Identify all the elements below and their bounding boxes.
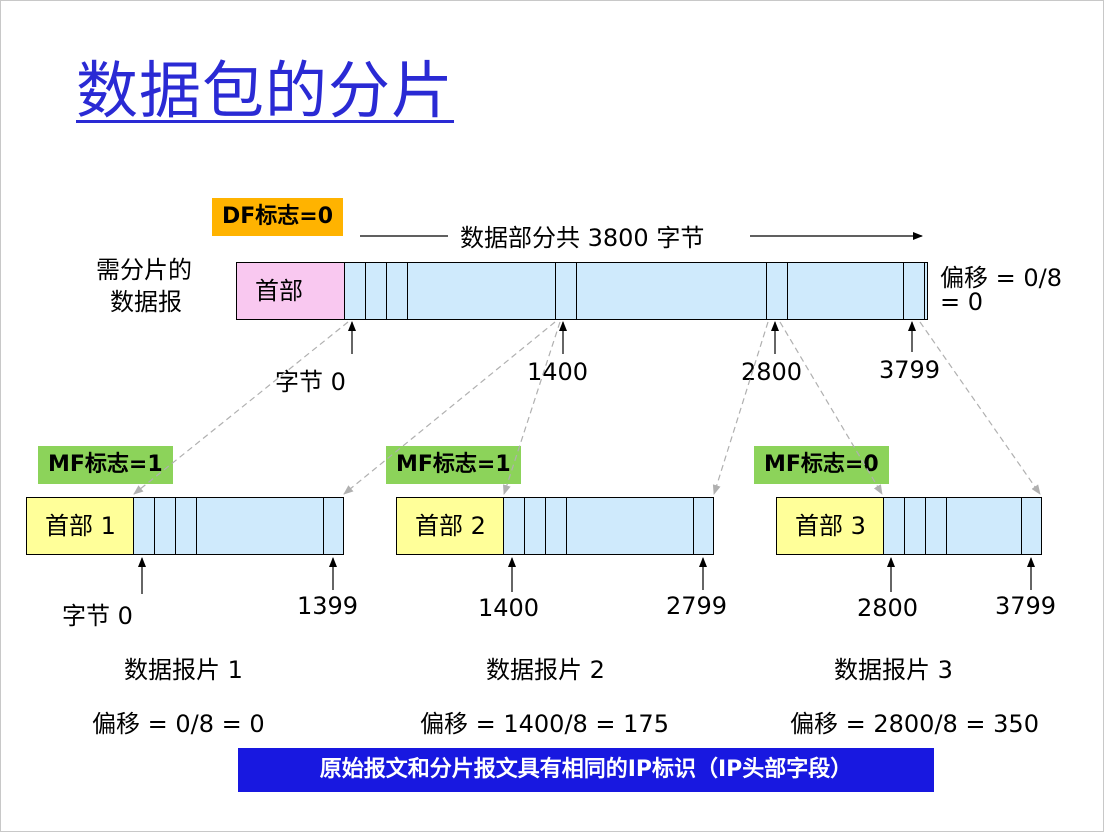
data-cell [134,498,155,554]
data-cell [366,263,387,319]
fragment-2-bar: 首部 2 [396,497,714,555]
fragment-3-end-tick: 3799 [995,592,1057,620]
fragment-2-header-cell: 首部 2 [397,498,504,554]
fragment-2-mf-tag: MF标志=1 [386,446,521,484]
original-offset-line-2: = 0 [940,288,984,316]
data-cell [546,498,567,554]
fragment-3-bar: 首部 3 [776,497,1042,555]
data-cell [767,263,788,319]
data-cell [525,498,546,554]
original-side-label-2: 数据报 [110,288,182,316]
original-side-label-1: 需分片的 [96,256,192,284]
fragment-1-name: 数据报片 1 [124,656,243,684]
map-line-2-end [712,321,769,495]
fragment-1-start-tick: 字节 0 [62,602,133,630]
original-offset-line-1: 偏移 = 0/8 [940,264,1062,292]
fragment-1-offset: 偏移 = 0/8 = 0 [92,710,265,738]
map-line-1-start [133,321,349,495]
original-tick-2800: 2800 [741,358,803,386]
fragment-3-offset: 偏移 = 2800/8 = 350 [790,710,1039,738]
fragment-2-name: 数据报片 2 [486,656,605,684]
data-cell [788,263,904,319]
original-datagram-bar: 首部 [236,262,928,320]
data-cell [884,498,905,554]
fragment-2-offset: 偏移 = 1400/8 = 175 [420,710,669,738]
df-flag-tag: DF标志=0 [212,198,344,236]
fragment-3-name: 数据报片 3 [834,656,953,684]
original-tick-3799: 3799 [879,356,941,384]
total-data-label: 数据部分共 3800 字节 [460,224,705,252]
slide-title: 数据包的分片 [76,54,455,127]
map-line-1-end [343,321,556,495]
fragment-1-mf-tag: MF标志=1 [38,446,173,484]
map-line-2-start [502,321,561,495]
fragment-1-bar: 首部 1 [26,497,344,555]
footer-banner: 原始报文和分片报文具有相同的IP标识（IP头部字段） [238,748,934,792]
map-line-3-end [919,321,1041,495]
data-cell [904,263,925,319]
data-cell [197,498,324,554]
fragment-1-end-tick: 1399 [297,592,359,620]
fragment-3-start-tick: 2800 [857,594,919,622]
original-tick-1400: 1400 [527,358,589,386]
data-cell [176,498,197,554]
fragment-3-mf-tag: MF标志=0 [754,446,889,484]
original-header-cell: 首部 [237,263,345,319]
data-cell [905,498,926,554]
fragment-2-start-tick: 1400 [478,594,540,622]
data-cell [947,498,1022,554]
data-cell [556,263,577,319]
original-tick-0: 字节 0 [275,368,346,396]
fragment-2-end-tick: 2799 [666,592,728,620]
data-cell [387,263,408,319]
data-cell [577,263,767,319]
fragment-1-header-cell: 首部 1 [27,498,134,554]
data-cell [926,498,947,554]
data-cell [345,263,366,319]
map-line-3-start [779,321,883,495]
data-cell [567,498,694,554]
fragment-3-header-cell: 首部 3 [777,498,884,554]
data-cell [408,263,556,319]
data-cell [155,498,176,554]
data-cell [504,498,525,554]
